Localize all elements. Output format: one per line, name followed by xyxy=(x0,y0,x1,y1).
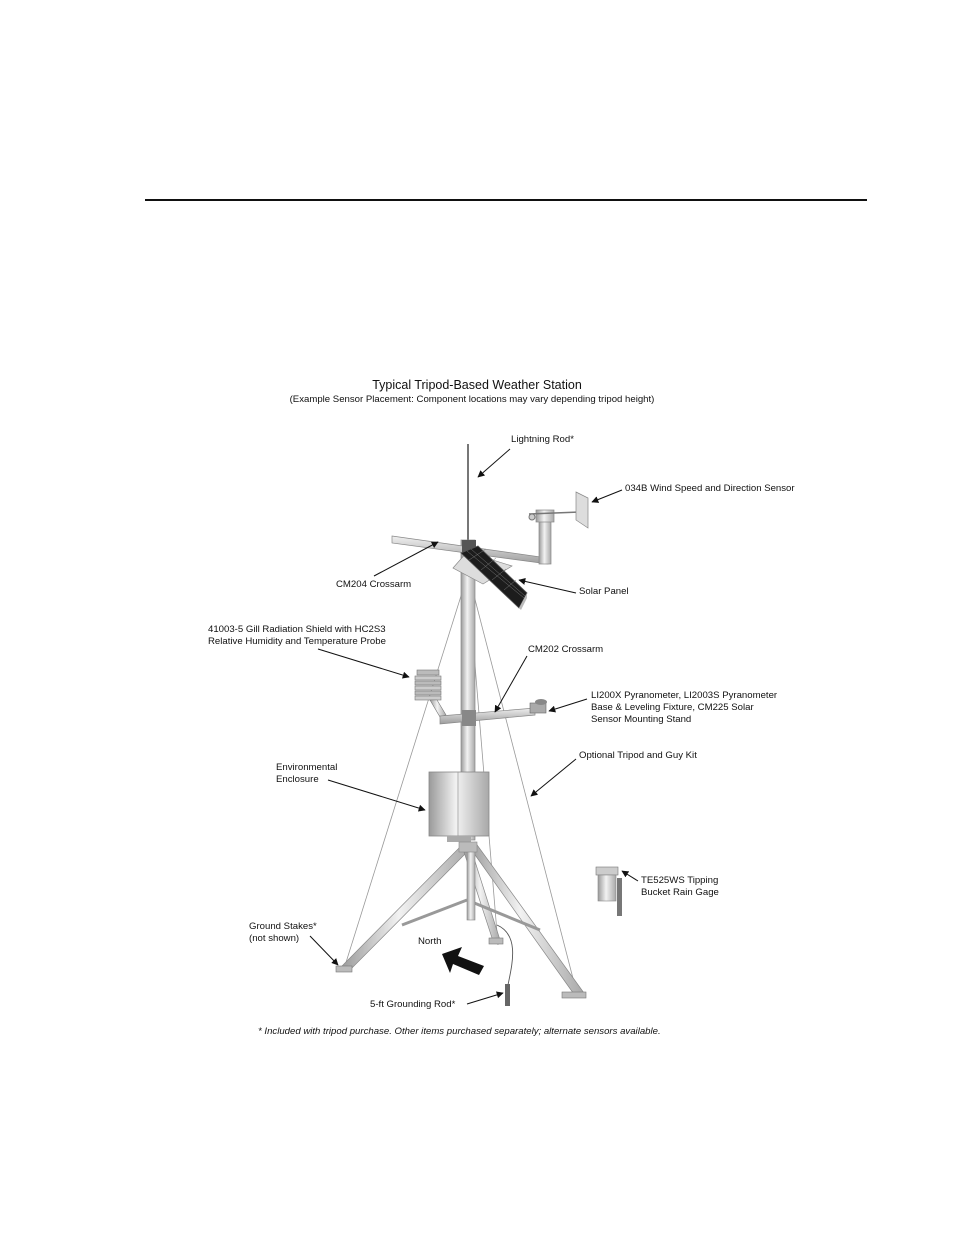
label-pyranometer-line3: Sensor Mounting Stand xyxy=(591,714,692,725)
diagram-title: Typical Tripod-Based Weather Station xyxy=(372,378,582,392)
label-cm204-crossarm: CM204 Crossarm xyxy=(336,579,412,590)
label-lightning-rod: Lightning Rod* xyxy=(511,434,574,445)
label-pyranometer-line1: LI200X Pyranometer, LI2003S Pyranometer xyxy=(591,690,778,701)
label-radiation-shield-line1: 41003-5 Gill Radiation Shield with HC2S3 xyxy=(208,624,386,635)
cm202-crossarm-shape xyxy=(439,707,536,726)
leader-arrows xyxy=(309,448,639,1005)
label-ground-stakes-line1: Ground Stakes* xyxy=(249,921,317,932)
label-solar-panel: Solar Panel xyxy=(579,586,629,597)
solar-panel-shape xyxy=(452,545,528,610)
wind-sensor-shape xyxy=(528,491,589,565)
label-rain-gage-line1: TE525WS Tipping xyxy=(641,875,719,886)
enclosure-shape xyxy=(428,771,490,842)
label-north: North xyxy=(418,936,442,947)
footnote: * Included with tripod purchase. Other i… xyxy=(258,1026,661,1037)
label-guy-kit: Optional Tripod and Guy Kit xyxy=(579,750,697,761)
tripod-legs xyxy=(335,841,587,999)
label-cm202-crossarm: CM202 Crossarm xyxy=(528,644,604,655)
label-rain-gage-line2: Bucket Rain Gage xyxy=(641,887,719,898)
label-wind-sensor: 034B Wind Speed and Direction Sensor xyxy=(625,483,795,494)
radiation-shield-shape xyxy=(414,669,447,718)
north-arrow-icon xyxy=(442,947,484,975)
label-enclosure-line2: Enclosure xyxy=(276,774,319,785)
grounding-rod-shape xyxy=(496,924,514,1006)
label-enclosure-line1: Environmental xyxy=(276,762,338,773)
label-radiation-shield-line2: Relative Humidity and Temperature Probe xyxy=(208,636,386,647)
rain-gage-shape xyxy=(595,866,622,916)
diagram-subtitle: (Example Sensor Placement: Component loc… xyxy=(289,394,655,405)
header-rule xyxy=(145,199,867,201)
pyranometer-shape xyxy=(529,699,547,714)
label-pyranometer-line2: Base & Leveling Fixture, CM225 Solar xyxy=(591,702,754,713)
label-ground-stakes-line2: (not shown) xyxy=(249,933,300,944)
label-grounding-rod: 5-ft Grounding Rod* xyxy=(370,999,456,1010)
